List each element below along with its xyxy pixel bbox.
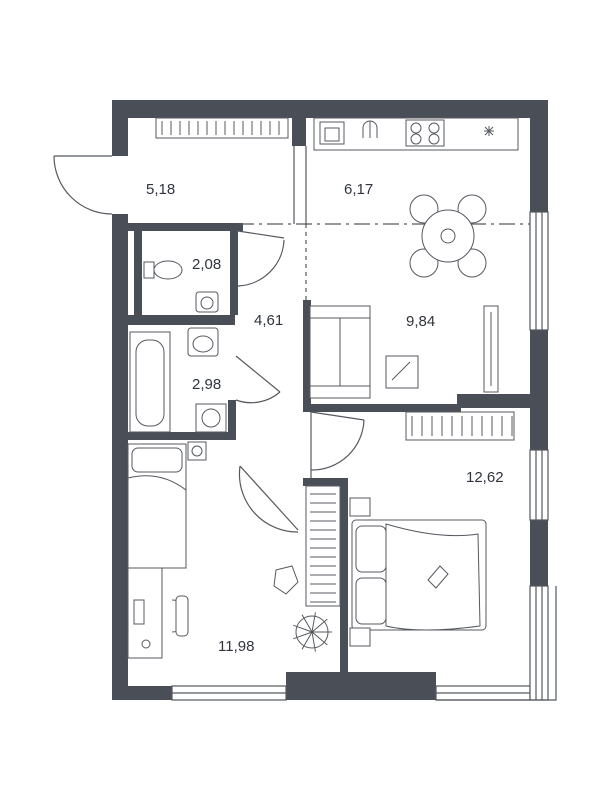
- wall: [228, 400, 236, 440]
- area-label-kitchen: 6,17: [344, 181, 374, 198]
- fan-icon: [484, 126, 494, 136]
- bathtub-icon: [129, 331, 171, 433]
- wall: [230, 223, 238, 315]
- wall: [457, 394, 548, 408]
- area-label-bathroom: 2,98: [192, 376, 222, 393]
- wardrobe-icon: [155, 117, 289, 139]
- furniture: [127, 117, 519, 659]
- windows: [171, 211, 557, 701]
- sink-icon: [195, 291, 219, 313]
- wall: [112, 100, 128, 156]
- area-label-bedroom-left: 11,98: [218, 638, 255, 655]
- wardrobe-icon: [305, 485, 341, 607]
- bed-icon: [349, 497, 487, 647]
- area-label-living: 9,84: [406, 313, 436, 330]
- wall: [303, 404, 461, 412]
- toy-icon: [273, 565, 299, 595]
- coffee-table: [385, 355, 419, 389]
- wall: [303, 300, 311, 412]
- wall: [112, 686, 172, 700]
- walls: [112, 100, 548, 700]
- wall: [286, 672, 436, 700]
- wardrobe-icon: [405, 411, 515, 441]
- toilet-icon: [143, 260, 183, 280]
- wall: [125, 223, 243, 231]
- interior-lines: [53, 146, 557, 701]
- toy-icon: [427, 565, 449, 589]
- dining-table-icon: [409, 194, 487, 278]
- desk-icon: [127, 567, 189, 659]
- sofa-icon: [309, 305, 371, 399]
- area-label-bedroom-right: 12,62: [466, 469, 504, 486]
- doors: [53, 155, 365, 533]
- area-label-corridor: 4,61: [254, 312, 284, 329]
- sink-icon: [187, 327, 219, 357]
- wall: [530, 100, 548, 212]
- wall: [125, 432, 235, 440]
- hood-icon: [362, 120, 378, 138]
- sink-icon: [319, 121, 345, 145]
- wall: [112, 100, 548, 118]
- wall: [112, 214, 128, 700]
- area-label-toilet: 2,08: [192, 256, 222, 273]
- bed-icon: [127, 443, 187, 569]
- wall: [125, 315, 235, 325]
- wall: [303, 478, 347, 486]
- wall: [340, 478, 348, 672]
- washing-machine-icon: [195, 403, 227, 433]
- wall: [530, 520, 548, 586]
- wall: [530, 330, 548, 450]
- stove-icon: [405, 119, 445, 147]
- wall: [134, 223, 142, 315]
- wall: [292, 116, 306, 146]
- plant-icon: [293, 612, 332, 652]
- tv-icon: [483, 305, 499, 393]
- area-label-hall: 5,18: [146, 181, 176, 198]
- fan-icon: [187, 441, 207, 461]
